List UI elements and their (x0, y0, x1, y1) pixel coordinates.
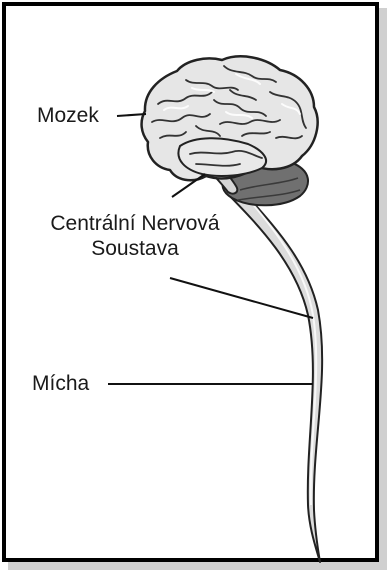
label-cns-line1: Centrální Nervová (24, 211, 246, 236)
label-micha: Mícha (32, 372, 89, 396)
label-mozek: Mozek (37, 104, 99, 128)
label-cns-line2: Soustava (24, 236, 246, 261)
leader-line-cns-bottom (170, 278, 313, 318)
label-central-nervous-system: Centrální Nervová Soustava (24, 211, 246, 261)
